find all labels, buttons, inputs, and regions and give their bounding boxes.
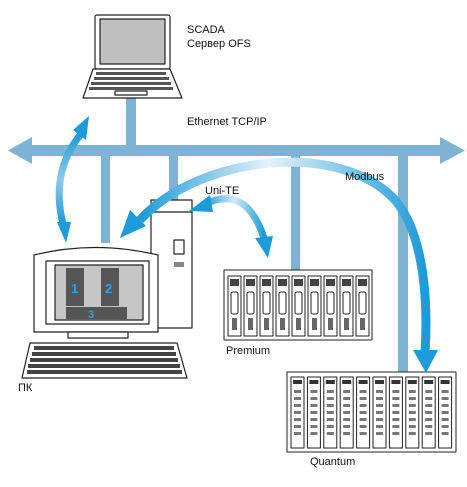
quantum-label: Quantum <box>310 456 356 468</box>
drop-pc <box>101 155 110 243</box>
premium-module <box>259 275 274 337</box>
drop-scada <box>126 98 136 146</box>
drop-quantum <box>398 155 408 375</box>
modbus-label: Modbus <box>345 171 385 183</box>
quantum-module <box>388 376 403 449</box>
premium-module <box>243 275 258 337</box>
drop-pc-tower <box>169 155 178 201</box>
premium-module <box>307 275 322 337</box>
quantum-module <box>290 376 305 449</box>
screen-pane-3 <box>66 307 127 319</box>
screen-digit-3: 3 <box>88 309 94 321</box>
keyboard-keys <box>27 346 182 374</box>
ethernet-label: Ethernet TCP/IP <box>187 116 267 128</box>
arrow-modbus <box>120 157 438 373</box>
premium-module <box>275 275 290 337</box>
quantum-module <box>372 376 387 449</box>
ethernet-bus <box>8 98 465 375</box>
quantum-module <box>421 376 436 449</box>
premium-module <box>227 275 242 337</box>
pc-label: ПК <box>18 382 33 394</box>
arrow-scada-pc <box>55 116 89 243</box>
premium-module <box>291 275 306 337</box>
premium-module <box>339 275 354 337</box>
pc-workstation <box>21 199 193 379</box>
premium-module <box>323 275 338 337</box>
quantum-module <box>438 376 453 449</box>
quantum-module <box>306 376 321 449</box>
screen-digit-2: 2 <box>105 281 112 296</box>
drop-premium <box>291 155 300 273</box>
arrow-unite <box>189 195 273 258</box>
scada-label: SCADA <box>187 24 225 36</box>
premium-label: Premium <box>226 345 271 357</box>
ofs-server-label: Сервер OFS <box>187 38 251 50</box>
unite-label: Uni-TE <box>205 185 240 197</box>
quantum-module <box>356 376 371 449</box>
quantum-plc <box>286 371 457 453</box>
premium-plc <box>223 269 373 341</box>
screen-digit-1: 1 <box>71 281 78 296</box>
screen-pane-2 <box>101 268 119 306</box>
premium-module <box>355 275 370 337</box>
quantum-module <box>323 376 338 449</box>
screen-pane-1 <box>66 268 84 306</box>
quantum-module <box>405 376 420 449</box>
quantum-module <box>339 376 354 449</box>
scada-laptop <box>82 14 183 99</box>
